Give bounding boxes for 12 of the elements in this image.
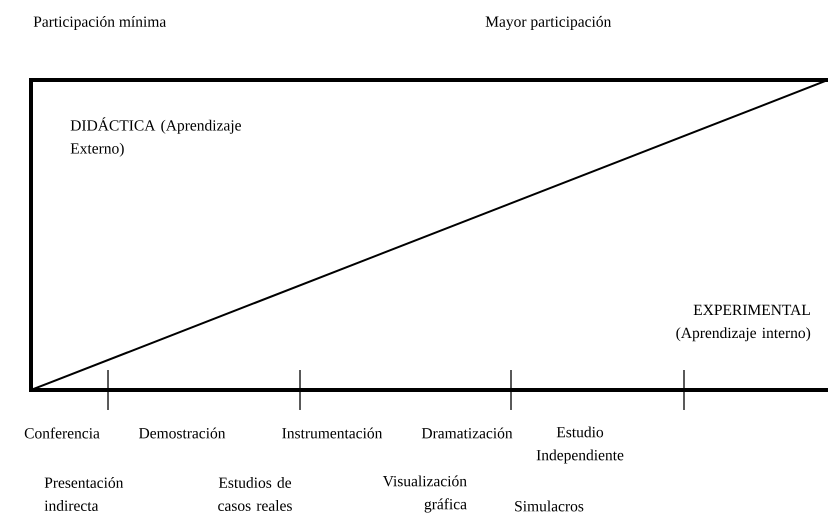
label-text: Conferencia: [24, 427, 100, 439]
label-text: Dramatización: [422, 428, 512, 438]
diagram-box: DIDÁCTICA (Aprendizaje Externo) EXPERIMENTAL (Aprendizaje interno): [29, 78, 828, 392]
label-text: Estudio Independiente: [536, 426, 624, 464]
label-text: Simulacros: [515, 500, 584, 512]
label-text: Demostración: [138, 428, 226, 438]
label-text: Presentación indirecta: [44, 477, 124, 511]
label-text: Participación mínima: [34, 16, 166, 30]
label-text: Mayor participación: [486, 16, 612, 30]
label-text: Instrumentación: [282, 428, 382, 438]
label-text: Visualización gráfica: [382, 475, 467, 513]
label-text: Estudios de casos reales: [218, 477, 292, 511]
